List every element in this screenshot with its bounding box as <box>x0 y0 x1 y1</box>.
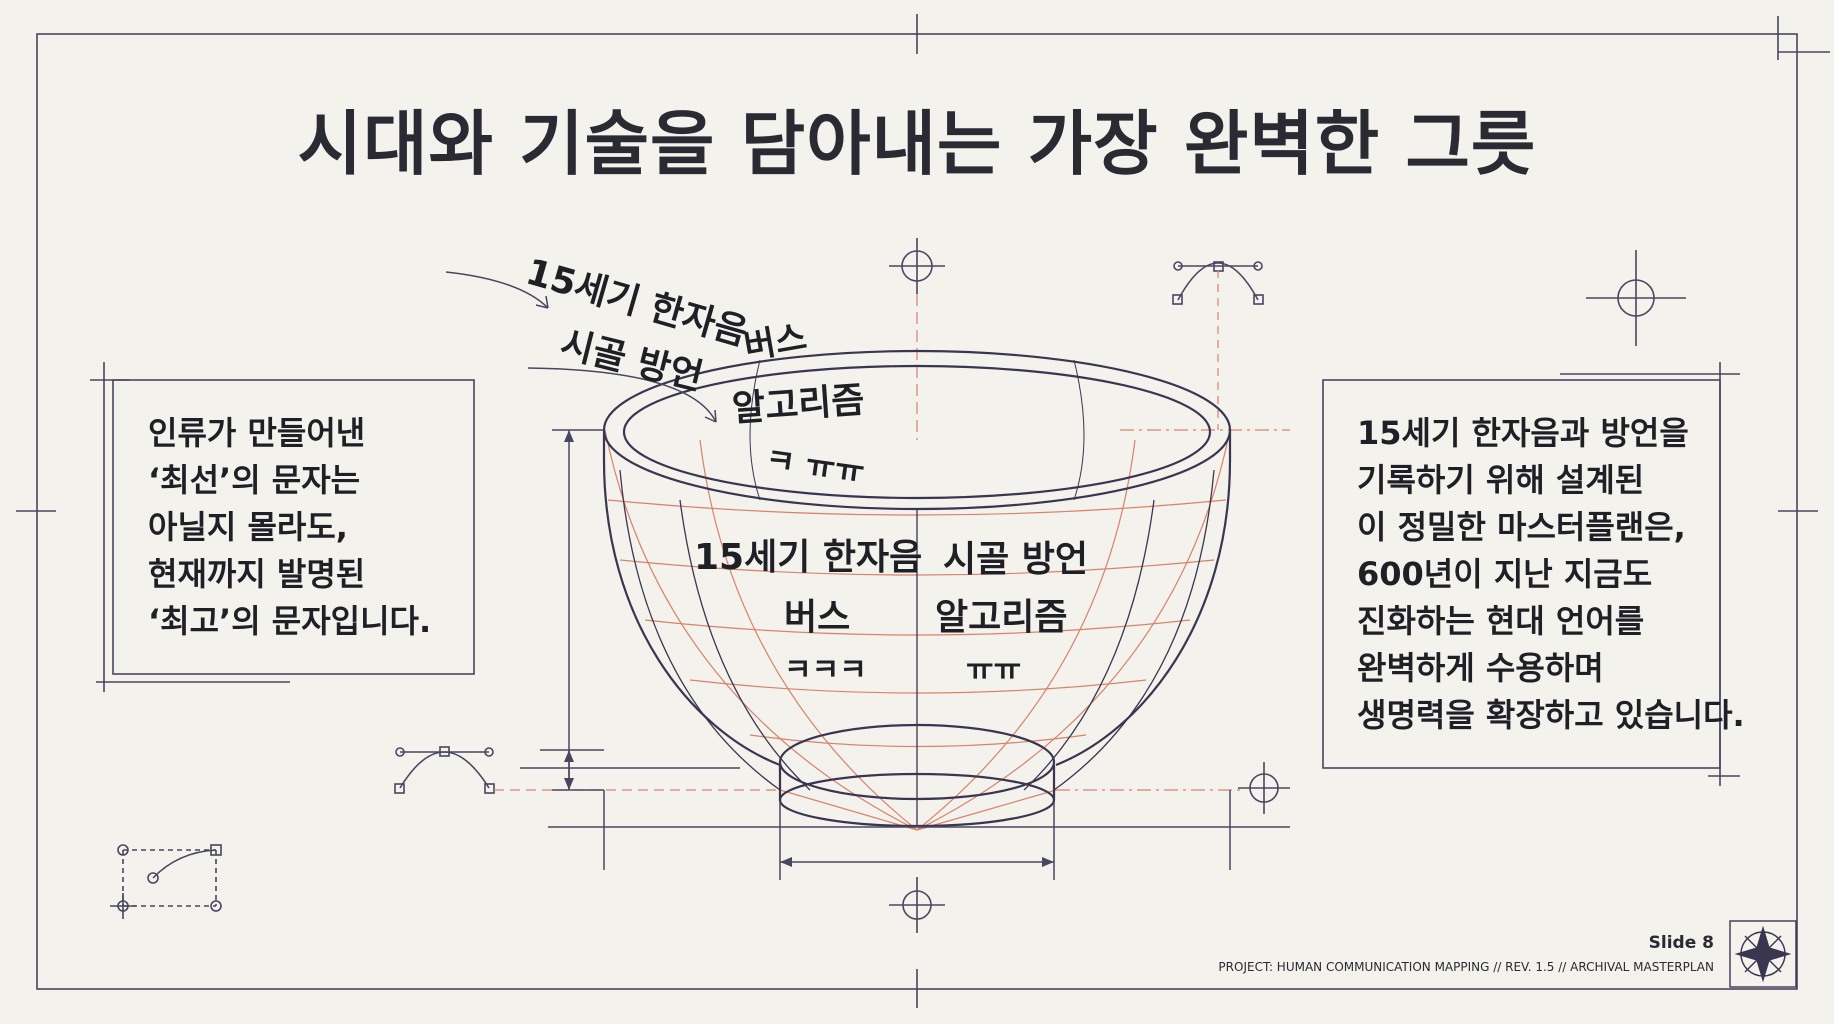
bowl-foot-sides <box>778 765 1056 800</box>
dimension-lines <box>520 429 1290 880</box>
arrow-icon <box>445 271 717 423</box>
right-text-box-frame <box>1322 362 1740 786</box>
left-box-line: ‘최선’의 문자는 <box>148 461 361 499</box>
left-box-line: 아닐지 몰라도, <box>148 508 348 546</box>
crosshair-icon <box>889 877 945 933</box>
right-box-line: 기록하기 위해 설계된 <box>1357 461 1645 499</box>
left-box-line: ‘최고’의 문자입니다. <box>148 602 432 640</box>
right-box-line: 생명력을 확장하고 있습니다. <box>1357 696 1745 734</box>
left-text-box: 인류가 만들어낸 ‘최선’의 문자는 아닐지 몰라도, 현재까지 발명된 ‘최고… <box>148 410 431 645</box>
bowl-meridians <box>619 359 1215 826</box>
bowl-body-left <box>602 430 781 767</box>
bezier-handle-icon <box>394 746 495 794</box>
right-box-line: 진화하는 현대 언어를 <box>1357 602 1645 640</box>
bezier-handle-icon <box>117 844 222 912</box>
compass-icon <box>1729 920 1797 988</box>
bowl-rim-inner <box>622 364 1212 500</box>
bowl-label-dialect: 시골 방언 <box>943 539 1089 580</box>
floating-label-algorithm: 알고리즘 <box>730 379 866 430</box>
bowl-label-hanja: 15세기 한자음 <box>694 537 923 578</box>
left-box-line: 인류가 만들어낸 <box>148 414 366 452</box>
bowl-label-kkk: ㅋㅋㅋ <box>784 653 867 688</box>
crosshair-icon <box>889 238 945 294</box>
right-box-line: 15세기 한자음과 방언을 <box>1357 414 1689 452</box>
bowl-label-algorithm: 알고리즘 <box>935 597 1068 638</box>
project-caption: PROJECT: HUMAN COMMUNICATION MAPPING // … <box>1218 960 1714 974</box>
right-box-line: 완벽하게 수용하며 <box>1357 649 1604 687</box>
right-text-box: 15세기 한자음과 방언을 기록하기 위해 설계된 이 정밀한 마스터플랜은, … <box>1357 410 1745 739</box>
slide-number: Slide 8 <box>1648 933 1714 953</box>
crosshair-icon <box>1238 762 1290 814</box>
crosshair-icon <box>1586 250 1686 346</box>
dimension-arrows <box>564 430 1054 867</box>
right-box-line: 이 정밀한 마스터플랜은, <box>1357 508 1686 546</box>
right-box-line: 600년이 지난 지금도 <box>1357 555 1653 593</box>
page-title: 시대와 기술을 담아내는 가장 완벽한 그릇 <box>297 103 1537 185</box>
bowl-label-tt: ㅠㅠ <box>966 653 1022 688</box>
left-text-box-frame <box>90 362 475 692</box>
bezier-handle-icon <box>1172 261 1264 305</box>
bowl-body-right <box>1055 430 1232 767</box>
bowl-label-bus: 버스 <box>784 597 851 638</box>
left-box-line: 현재까지 발명된 <box>148 555 366 593</box>
